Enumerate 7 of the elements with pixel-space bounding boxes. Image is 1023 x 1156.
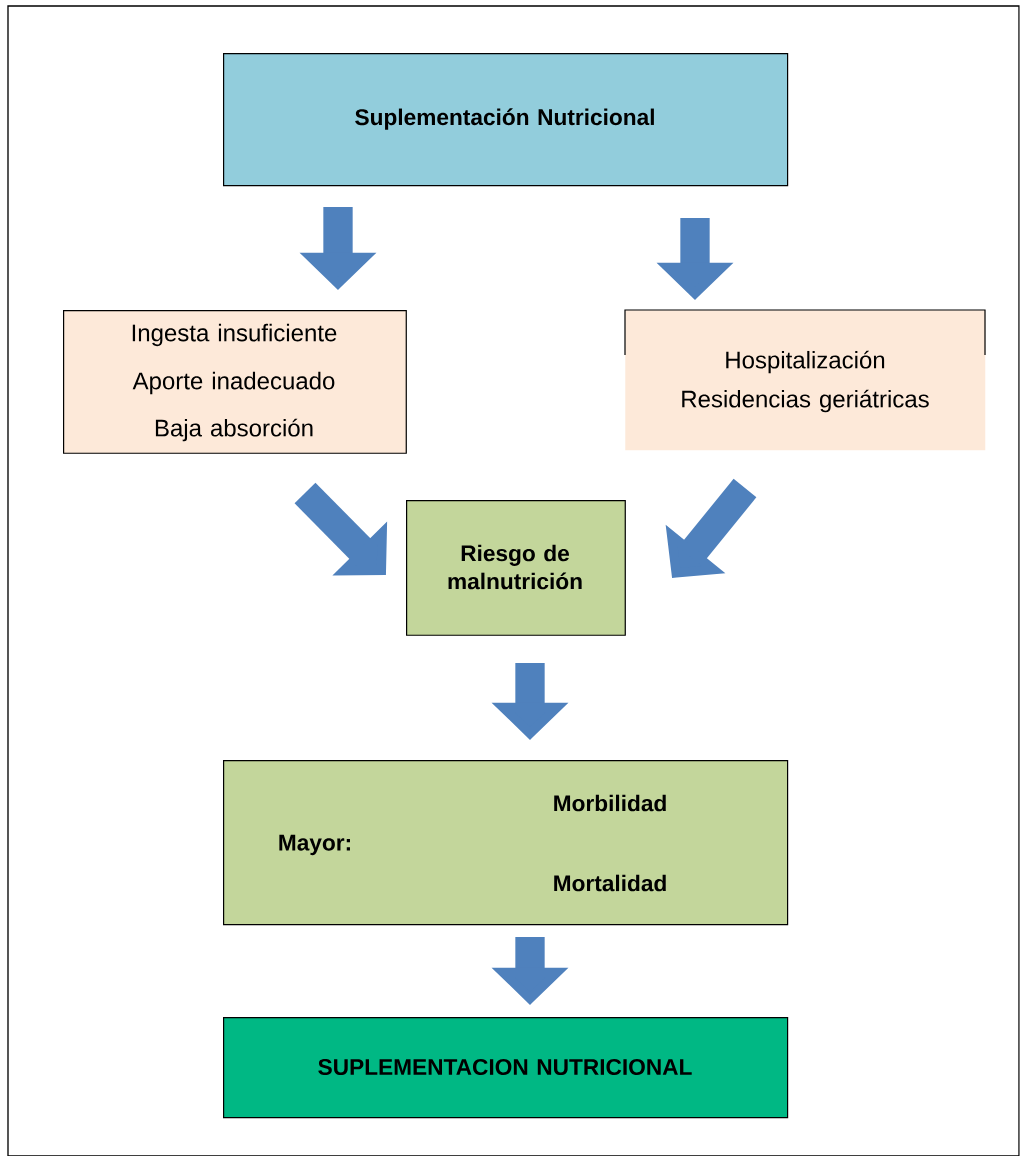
title-box: Suplementación Nutricional	[223, 53, 789, 187]
process-box: Mayor: Morbilidad Mortalidad	[223, 760, 789, 926]
process-box: Ingesta insuficiente Aporte inadecuado Baja absorción	[63, 310, 407, 454]
block-arrow	[294, 482, 388, 576]
process-box: Riesgo de malnutrición	[406, 500, 626, 636]
conclusion-box: SUPLEMENTACION NUTRICIONAL	[223, 1017, 789, 1119]
process-box: Hospitalización Residencias geriátricas	[624, 309, 986, 451]
